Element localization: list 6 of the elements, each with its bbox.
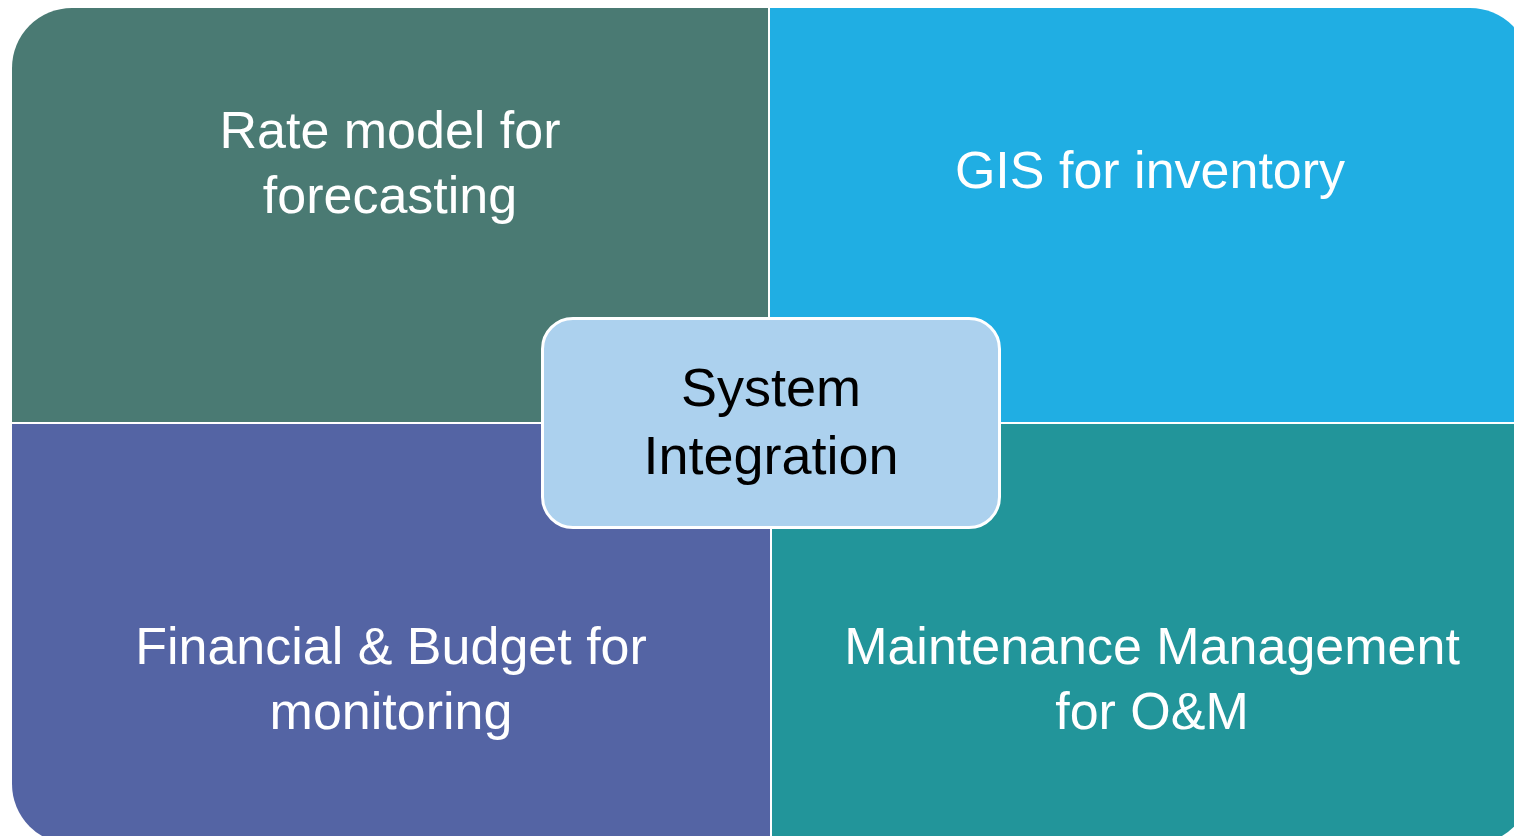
panel-label: Rate model for forecasting	[218, 100, 562, 226]
panel-label: Financial & Budget for monitoring	[134, 616, 648, 742]
panel-label: System Integration	[642, 356, 900, 487]
panel-label: Maintenance Management for O&M	[843, 616, 1461, 742]
center-box	[541, 317, 1001, 529]
panel-label: GIS for inventory	[953, 140, 1347, 201]
